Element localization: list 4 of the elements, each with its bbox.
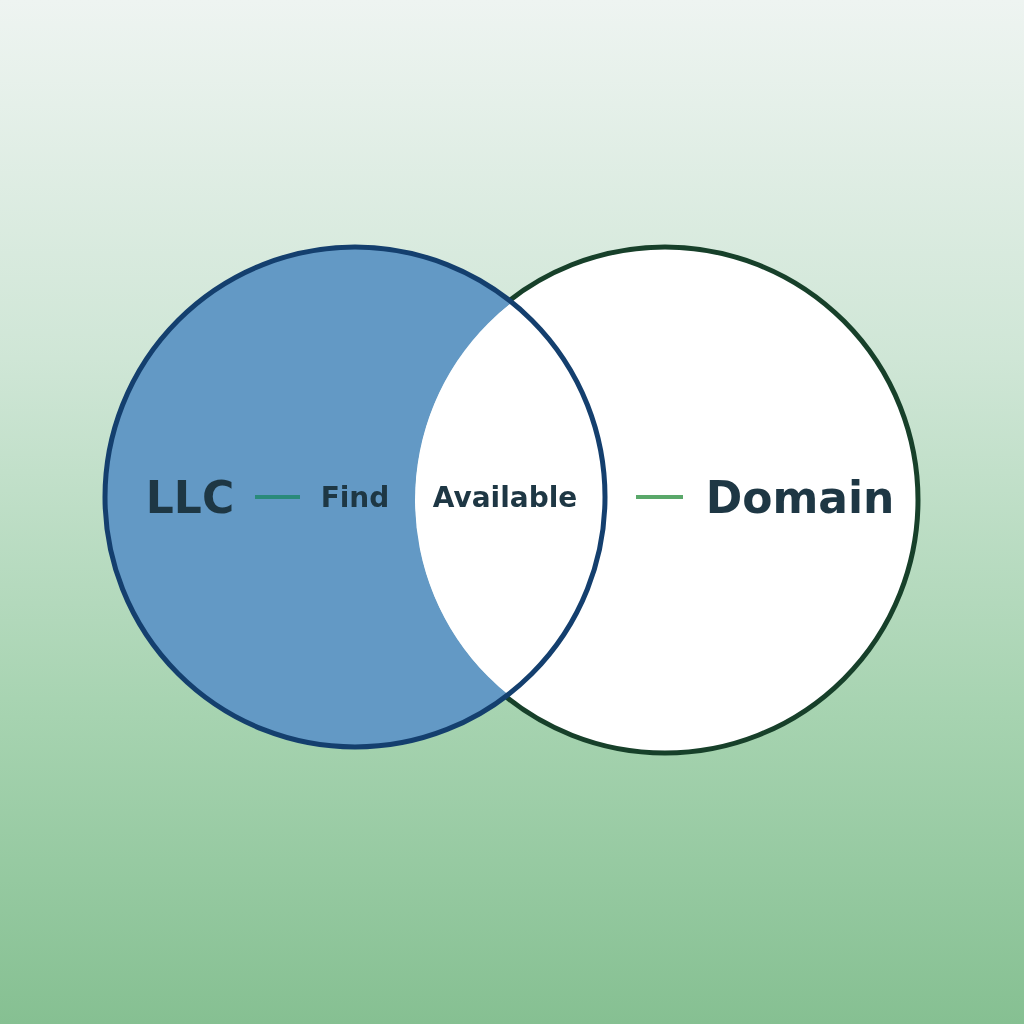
circle-label: LLC (145, 471, 235, 523)
overlap-label: Available (432, 480, 578, 514)
circle-label: Domain (705, 471, 895, 523)
circle-label: Find (320, 480, 390, 514)
